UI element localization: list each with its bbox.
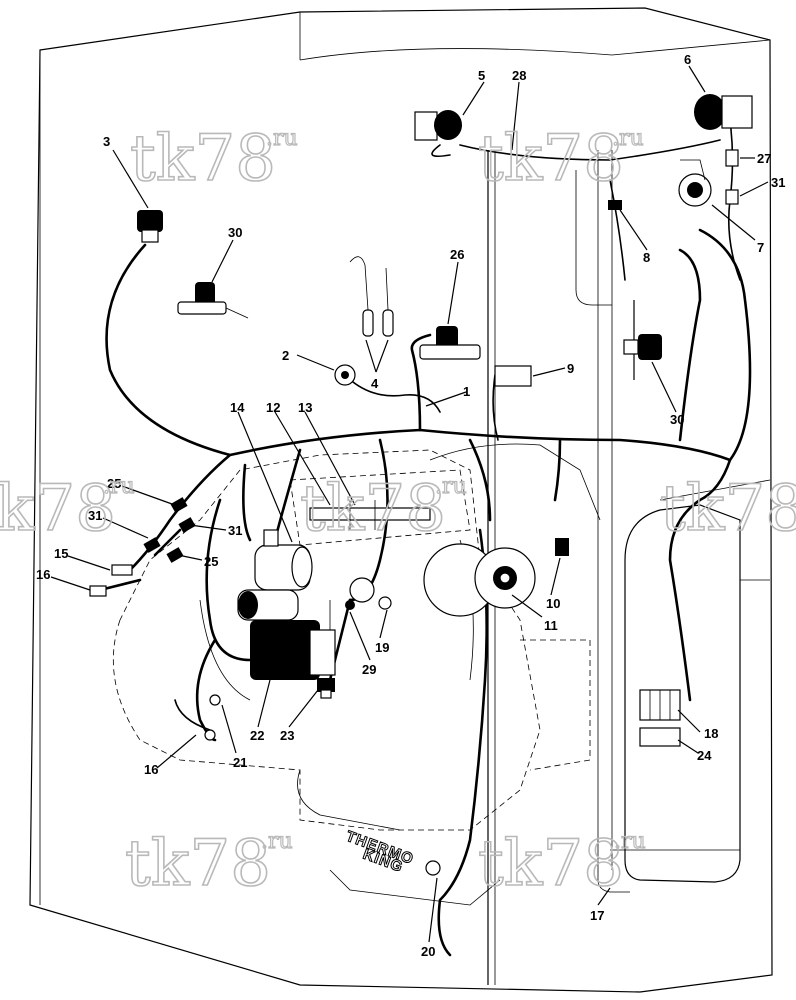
switch-19 [317, 678, 335, 699]
harness-connectors-25-31 [143, 497, 196, 563]
ground-terminals-16-17 [204, 694, 221, 741]
sensor-10 [555, 538, 569, 556]
callout-label: 19 [375, 640, 389, 655]
module-9 [494, 365, 532, 387]
relay-14 [254, 529, 313, 591]
solenoid-valve-26 [419, 326, 481, 360]
solenoid-valve-30-left [177, 282, 249, 319]
alternator-11 [423, 543, 536, 617]
callout-label: 22 [250, 728, 264, 743]
callout-label: 17 [590, 908, 604, 923]
callout-label: 12 [266, 400, 280, 415]
watermark-text: tk78 [660, 472, 796, 546]
watermarks: tk78 .ru tk78 .ru tk78 .ru tk78 .ru tk78… [0, 121, 796, 902]
watermark-suffix: .ru [612, 126, 644, 151]
solenoid-5 [414, 110, 462, 141]
connectors-28-31 [725, 149, 739, 205]
callout-label: 16 [144, 762, 158, 777]
engine-block [112, 443, 601, 906]
watermark-suffix: .ru [103, 474, 135, 499]
fuse-links-4 [349, 256, 394, 337]
callout-label: 6 [684, 52, 691, 67]
callout-label: 31 [771, 175, 785, 190]
callout-label: 15 [54, 546, 68, 561]
callout-label: 2 [282, 348, 289, 363]
callout-label: 27 [757, 151, 771, 166]
callout-label: 13 [298, 400, 312, 415]
callout-label: 23 [280, 728, 294, 743]
callout-label: 25 [107, 476, 121, 491]
watermark-suffix: .ru [261, 829, 293, 854]
starter-18 [237, 589, 336, 680]
watermark-suffix: .ru [614, 829, 646, 854]
callout-label: 8 [643, 250, 650, 265]
sensor-20-27 [345, 577, 392, 610]
callout-label: 4 [371, 376, 379, 391]
callout-label: 18 [704, 726, 718, 741]
solenoid-6 [694, 94, 753, 130]
solenoid-valve-30-right [623, 300, 662, 380]
callout-label: 21 [233, 755, 247, 770]
watermark-text: tk78 [130, 122, 276, 196]
watermark-text: tk78 [300, 472, 446, 546]
watermark-text: tk78 [478, 122, 624, 196]
callout-label: 24 [697, 748, 712, 763]
connectors-23-24 [639, 689, 681, 747]
watermark-suffix: .ru [266, 126, 298, 151]
watermark-text: tk78 [0, 472, 116, 546]
callout-label: 7 [757, 240, 764, 255]
watermark-text: tk78 [125, 827, 271, 901]
sender-15-16 [89, 564, 133, 597]
callout-label: 31 [228, 523, 242, 538]
ground-21 [425, 860, 441, 876]
callout-label: 3 [103, 134, 110, 149]
switch-8 [608, 200, 622, 210]
callout-label: 29 [362, 662, 376, 677]
callout-label: 28 [512, 68, 526, 83]
leader-lines [50, 65, 769, 943]
thermostat-3 [137, 210, 163, 243]
callout-label: 25 [204, 554, 218, 569]
callout-label: 9 [567, 361, 574, 376]
callout-label: 16 [36, 567, 50, 582]
bracket-12-13 [309, 500, 431, 530]
callout-label: 30 [228, 225, 242, 240]
callout-label: 11 [544, 618, 558, 633]
callout-label: 31 [88, 508, 102, 523]
callout-labels: 3 30 5 28 6 27 31 7 8 9 30 26 2 4 1 14 1… [36, 52, 785, 959]
callout-label: 20 [421, 944, 435, 959]
callout-label: 30 [670, 412, 684, 427]
callout-label: 10 [546, 596, 560, 611]
resistor-2 [334, 364, 356, 386]
callout-label: 1 [463, 384, 470, 399]
sender-7 [678, 159, 712, 207]
watermark-text: tk78 [478, 827, 624, 901]
callout-label: 26 [450, 247, 464, 262]
watermark-suffix: .ru [435, 474, 467, 499]
callout-label: 14 [230, 400, 245, 415]
callout-label: 5 [478, 68, 485, 83]
